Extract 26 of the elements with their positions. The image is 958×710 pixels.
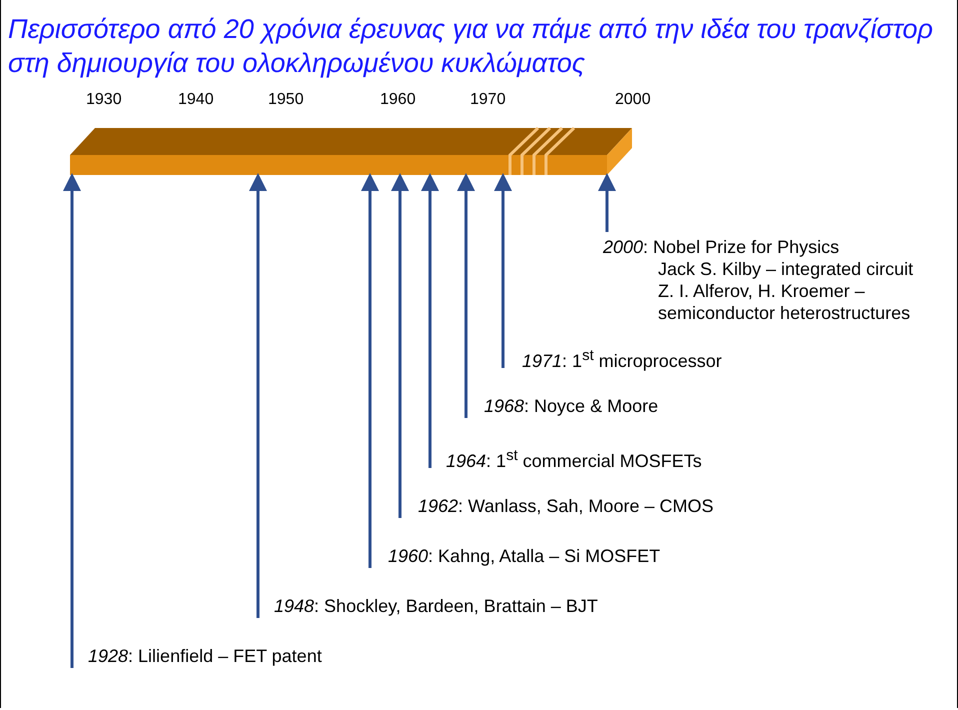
event-text: 1971: 1$^{st}$ microprocessor (522, 346, 722, 372)
arrow (361, 173, 379, 568)
year-label: 1960 (380, 91, 416, 109)
arrow (598, 173, 616, 232)
event-text: Z. I. Alferov, H. Kroemer – semiconductor heterostructures (657, 280, 912, 324)
year-label: 2000 (615, 91, 651, 109)
event-text: Jack S. Kilby – integrated circuit (657, 258, 914, 280)
arrow (63, 173, 81, 668)
event-text: 1928: Lilienfield – FET patent (88, 645, 322, 667)
event-text: 2000: Nobel Prize for Physics (603, 236, 840, 258)
year-label: 1950 (268, 91, 304, 109)
year-label: 1930 (86, 91, 122, 109)
event-text: 1948: Shockley, Bardeen, Brattain – BJT (274, 595, 598, 617)
event-text: 1960: Kahng, Atalla – Si MOSFET (388, 545, 660, 567)
title: Περισσότερο από 20 χρόνια έρευνας για να πάμε από την ιδέα του τρανζίστορ στη δημιουργία του ολοκληρωμένου κυκλώματος (8, 13, 934, 80)
timeline-bar-drawing (70, 126, 632, 175)
arrow (249, 173, 267, 618)
event-text: 1962: Wanlass, Sah, Moore – CMOS (418, 495, 714, 517)
year-label: 1940 (178, 91, 214, 109)
event-text: 1964: 1$^{st}$ commercial MOSFETs (446, 446, 702, 472)
event-text: 1968: Noyce & Moore (484, 395, 658, 417)
arrow (391, 173, 409, 518)
arrow (457, 173, 475, 418)
arrow (421, 173, 439, 468)
arrow (494, 173, 512, 368)
year-label: 1970 (470, 91, 506, 109)
